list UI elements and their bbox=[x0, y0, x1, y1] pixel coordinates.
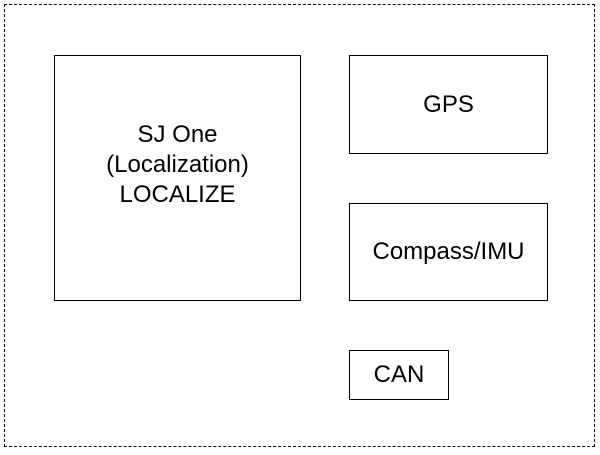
compass-imu-block: Compass/IMU bbox=[349, 203, 548, 301]
main-block-line-1: SJ One bbox=[137, 121, 218, 148]
system-boundary bbox=[4, 4, 595, 447]
gps-block: GPS bbox=[349, 55, 548, 154]
gps-label: GPS bbox=[423, 90, 474, 118]
sj-one-localization-block: SJ One (Localization) LOCALIZE bbox=[54, 55, 301, 301]
main-block-line-3: LOCALIZE bbox=[119, 181, 236, 208]
can-block: CAN bbox=[349, 350, 449, 400]
main-block-line-2: (Localization) bbox=[106, 151, 249, 178]
can-label: CAN bbox=[373, 361, 425, 388]
compass-imu-label: Compass/IMU bbox=[372, 238, 525, 265]
